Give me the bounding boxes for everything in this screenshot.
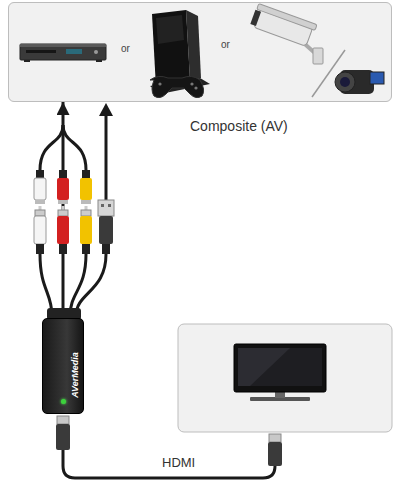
plug-sleeve	[58, 210, 68, 216]
dvd-player-icon	[20, 44, 106, 62]
usb-plug	[98, 200, 114, 254]
camcorder-lens	[335, 72, 355, 92]
hdmi-plug	[56, 416, 70, 450]
hdmi-shell	[57, 416, 69, 424]
plug-body	[57, 216, 69, 244]
controller-icon	[150, 76, 204, 97]
plug-body	[57, 178, 69, 200]
usb-body	[99, 216, 113, 244]
plug-body	[34, 178, 46, 200]
plug-boot	[82, 170, 90, 178]
usb-wire	[76, 254, 106, 316]
camera-mount	[313, 48, 323, 64]
plug-ring	[58, 200, 68, 204]
player-tray	[26, 50, 56, 53]
tv-screen	[238, 348, 322, 386]
status-led	[61, 399, 66, 404]
panel-ground	[8, 2, 392, 102]
television-icon	[234, 344, 326, 401]
security-camera-icon	[250, 3, 323, 64]
player-body	[20, 44, 106, 60]
usb-wire	[105, 114, 108, 200]
console-sheen	[156, 15, 184, 44]
converter-box: AVerMedia	[42, 318, 84, 414]
white-wire	[40, 254, 52, 316]
usb-arrowhead	[99, 103, 113, 116]
white-wire	[40, 125, 63, 170]
plug-sleeve	[35, 210, 45, 216]
tv-glare	[238, 348, 290, 386]
usb-boot	[102, 244, 110, 254]
plug-boot	[82, 244, 90, 254]
node-text: or	[121, 43, 130, 54]
plug-boot	[59, 170, 67, 178]
controller-button	[190, 82, 193, 85]
camera-hood	[257, 4, 317, 31]
game-console-icon	[150, 10, 210, 98]
camcorder-glass	[340, 77, 350, 87]
hdmi-plug	[268, 434, 282, 466]
hdmi-body	[268, 442, 282, 466]
plug-body	[80, 178, 92, 200]
plug-ring	[35, 200, 45, 204]
camera-lens	[250, 10, 261, 26]
rca-plug-white	[34, 170, 46, 204]
rca-plug-yellow	[80, 206, 92, 254]
plug-ring	[81, 200, 91, 204]
usb-shell	[98, 200, 114, 216]
tv-bezel	[234, 344, 326, 392]
plug-body	[80, 216, 92, 244]
usb-hole	[108, 204, 111, 207]
brand-text: AVerMedia	[70, 352, 80, 398]
display-panel	[178, 324, 392, 432]
plug-sleeve	[81, 210, 91, 216]
plug-boot	[36, 170, 44, 178]
node-text: or	[221, 39, 230, 50]
signal-label: Composite (AV)	[190, 118, 288, 134]
camcorder-icon	[335, 70, 384, 94]
plug-boot	[36, 244, 44, 254]
player-foot	[24, 60, 30, 62]
yellow-wire	[63, 125, 86, 170]
player-top	[20, 44, 106, 47]
controller-button	[194, 86, 197, 89]
source-device-panel: or or	[8, 2, 392, 102]
cable-label: HDMI	[162, 455, 195, 470]
rca-plug-white	[34, 206, 46, 254]
player-knob	[94, 50, 98, 54]
camcorder-screen	[370, 72, 384, 84]
hdmi-cable	[63, 450, 275, 478]
hdmi-body	[56, 424, 70, 450]
player-foot	[96, 60, 102, 62]
hdmi-shell	[269, 434, 281, 442]
plug-body	[34, 216, 46, 244]
rca-plug-yellow	[80, 170, 92, 204]
usb-hole	[101, 204, 104, 207]
player-display	[66, 49, 82, 54]
rca-plug-red	[57, 170, 69, 204]
controller-button	[158, 82, 161, 85]
plug-boot	[59, 244, 67, 254]
rca-plug-red	[57, 206, 69, 254]
